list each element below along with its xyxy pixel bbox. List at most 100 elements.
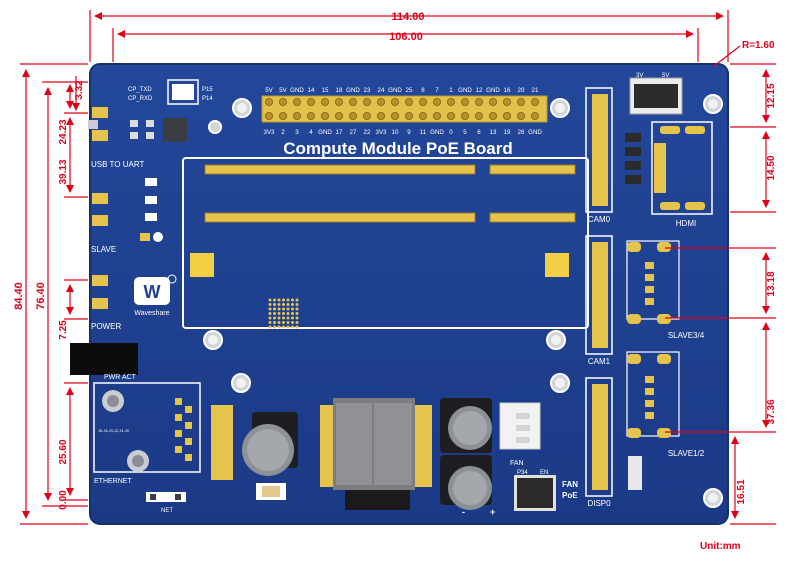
dim-left-0-00: 0.00: [58, 490, 69, 510]
bga-pad: [273, 316, 276, 320]
bga-pad: [268, 307, 272, 311]
bga-pad: [268, 321, 272, 324]
gpio-pin: [517, 112, 526, 121]
gpio-pin: [390, 112, 399, 121]
mounting-hole: [703, 94, 723, 114]
gpio-bottom-label: 3: [295, 129, 299, 136]
net-led: [146, 492, 186, 502]
gpio-top-label: 5V: [279, 87, 287, 94]
gpio-pin: [446, 98, 455, 107]
mounting-hole: [546, 330, 566, 350]
board-title: Compute Module PoE Board: [283, 139, 513, 158]
dim-right-37-36: 37.36: [766, 399, 777, 424]
hdmi-label: HDMI: [676, 219, 696, 228]
ethernet-pin: [185, 438, 192, 445]
mounting-hole: [703, 488, 723, 508]
gpio-pin: [474, 112, 483, 121]
cam0-label: CAM0: [588, 215, 611, 224]
bga-pad: [286, 303, 290, 306]
bga-pad: [291, 316, 294, 320]
bga-pad: [282, 316, 285, 320]
jumper-5v-label: 5V: [662, 73, 669, 79]
gpio-pin: [404, 98, 413, 107]
gpio-pin: [488, 98, 497, 107]
bga-pad: [277, 303, 281, 306]
bga-pad: [268, 325, 272, 329]
gpio-pin: [502, 112, 511, 121]
cp-txd-label: CP_TXD: [128, 87, 152, 93]
mounting-hole: [550, 373, 570, 393]
gpio-pin: [292, 98, 301, 107]
gpio-bottom-label: GND: [528, 129, 542, 136]
eth-pins-label: J5,J4,J3,J2,J1,J0: [98, 428, 130, 433]
bga-pad: [277, 321, 281, 324]
sd-components: [625, 133, 641, 184]
gpio-top-label: 1: [449, 87, 453, 94]
gpio-top-label: 14: [308, 87, 315, 94]
gpio-bottom-label: GND: [430, 129, 444, 136]
gpio-bottom-label: 4: [309, 129, 313, 136]
bga-pad: [277, 298, 281, 302]
gpio-top-label: 25: [406, 87, 413, 94]
dim-left-25-60: 25.60: [58, 439, 69, 464]
gpio-bottom-label: 3V3: [263, 129, 275, 136]
slave12-connector: [626, 351, 680, 438]
ethernet-label: ETHERNET: [94, 478, 132, 485]
bga-pad: [282, 325, 285, 329]
hdmi-connector: [651, 121, 713, 215]
mounting-hole: [203, 330, 223, 350]
bga-pad: [282, 298, 285, 302]
svg-text:W: W: [144, 282, 161, 302]
gpio-top-label: GND: [486, 87, 500, 94]
dim-radius: R=1.60: [742, 40, 775, 51]
gpio-pin: [446, 112, 455, 121]
ethernet-pin: [175, 398, 182, 405]
bga-pad: [286, 312, 290, 315]
gpio-bottom-label: 5: [463, 129, 467, 136]
dimension-lines: [20, 10, 776, 525]
bga-pad: [273, 312, 276, 315]
dim-right-13-18: 13.18: [766, 271, 777, 296]
boot-jumper: [629, 77, 683, 115]
bga-pad: [291, 321, 294, 324]
cp-rxd-label: CP_RXD: [128, 96, 153, 102]
gpio-pin: [306, 112, 315, 121]
dim-right-14-50: 14.50: [766, 155, 777, 180]
bga-pad: [295, 312, 299, 315]
gpio-top-label: 7: [435, 87, 439, 94]
dim-left-7-25: 7.25: [58, 320, 69, 340]
cam1-connector: [585, 235, 613, 355]
gpio-pin: [404, 112, 413, 121]
gpio-top-label: 20: [518, 87, 525, 94]
eth-transformer: [211, 405, 233, 480]
gpio-top-label: 5V: [265, 87, 273, 94]
disp0-connector: [585, 377, 613, 497]
mounting-hole: [231, 373, 251, 393]
bga-pad: [277, 316, 281, 320]
gpio-pin: [531, 98, 540, 107]
gpio-pin: [320, 112, 329, 121]
gpio-bottom-label: 19: [504, 129, 511, 136]
gpio-top-label: 8: [421, 87, 425, 94]
bga-pad: [273, 307, 276, 311]
bga-pad: [282, 312, 285, 315]
bga-pad: [291, 325, 294, 329]
gpio-pin: [432, 112, 441, 121]
gpio-pin: [320, 98, 329, 107]
bga-pad: [273, 325, 276, 329]
bga-pad: [286, 298, 290, 302]
bga-pad: [286, 321, 290, 324]
en-label: EN: [540, 470, 548, 476]
bga-pad: [295, 316, 299, 320]
gpio-top-label: GND: [346, 87, 360, 94]
gpio-top-label: GND: [290, 87, 304, 94]
plus-label: +: [490, 507, 495, 517]
mounting-hole: [232, 98, 252, 118]
gpio-pin: [460, 98, 469, 107]
gpio-pin: [502, 98, 511, 107]
gpio-pin: [460, 112, 469, 121]
ethernet-pin: [175, 430, 182, 437]
